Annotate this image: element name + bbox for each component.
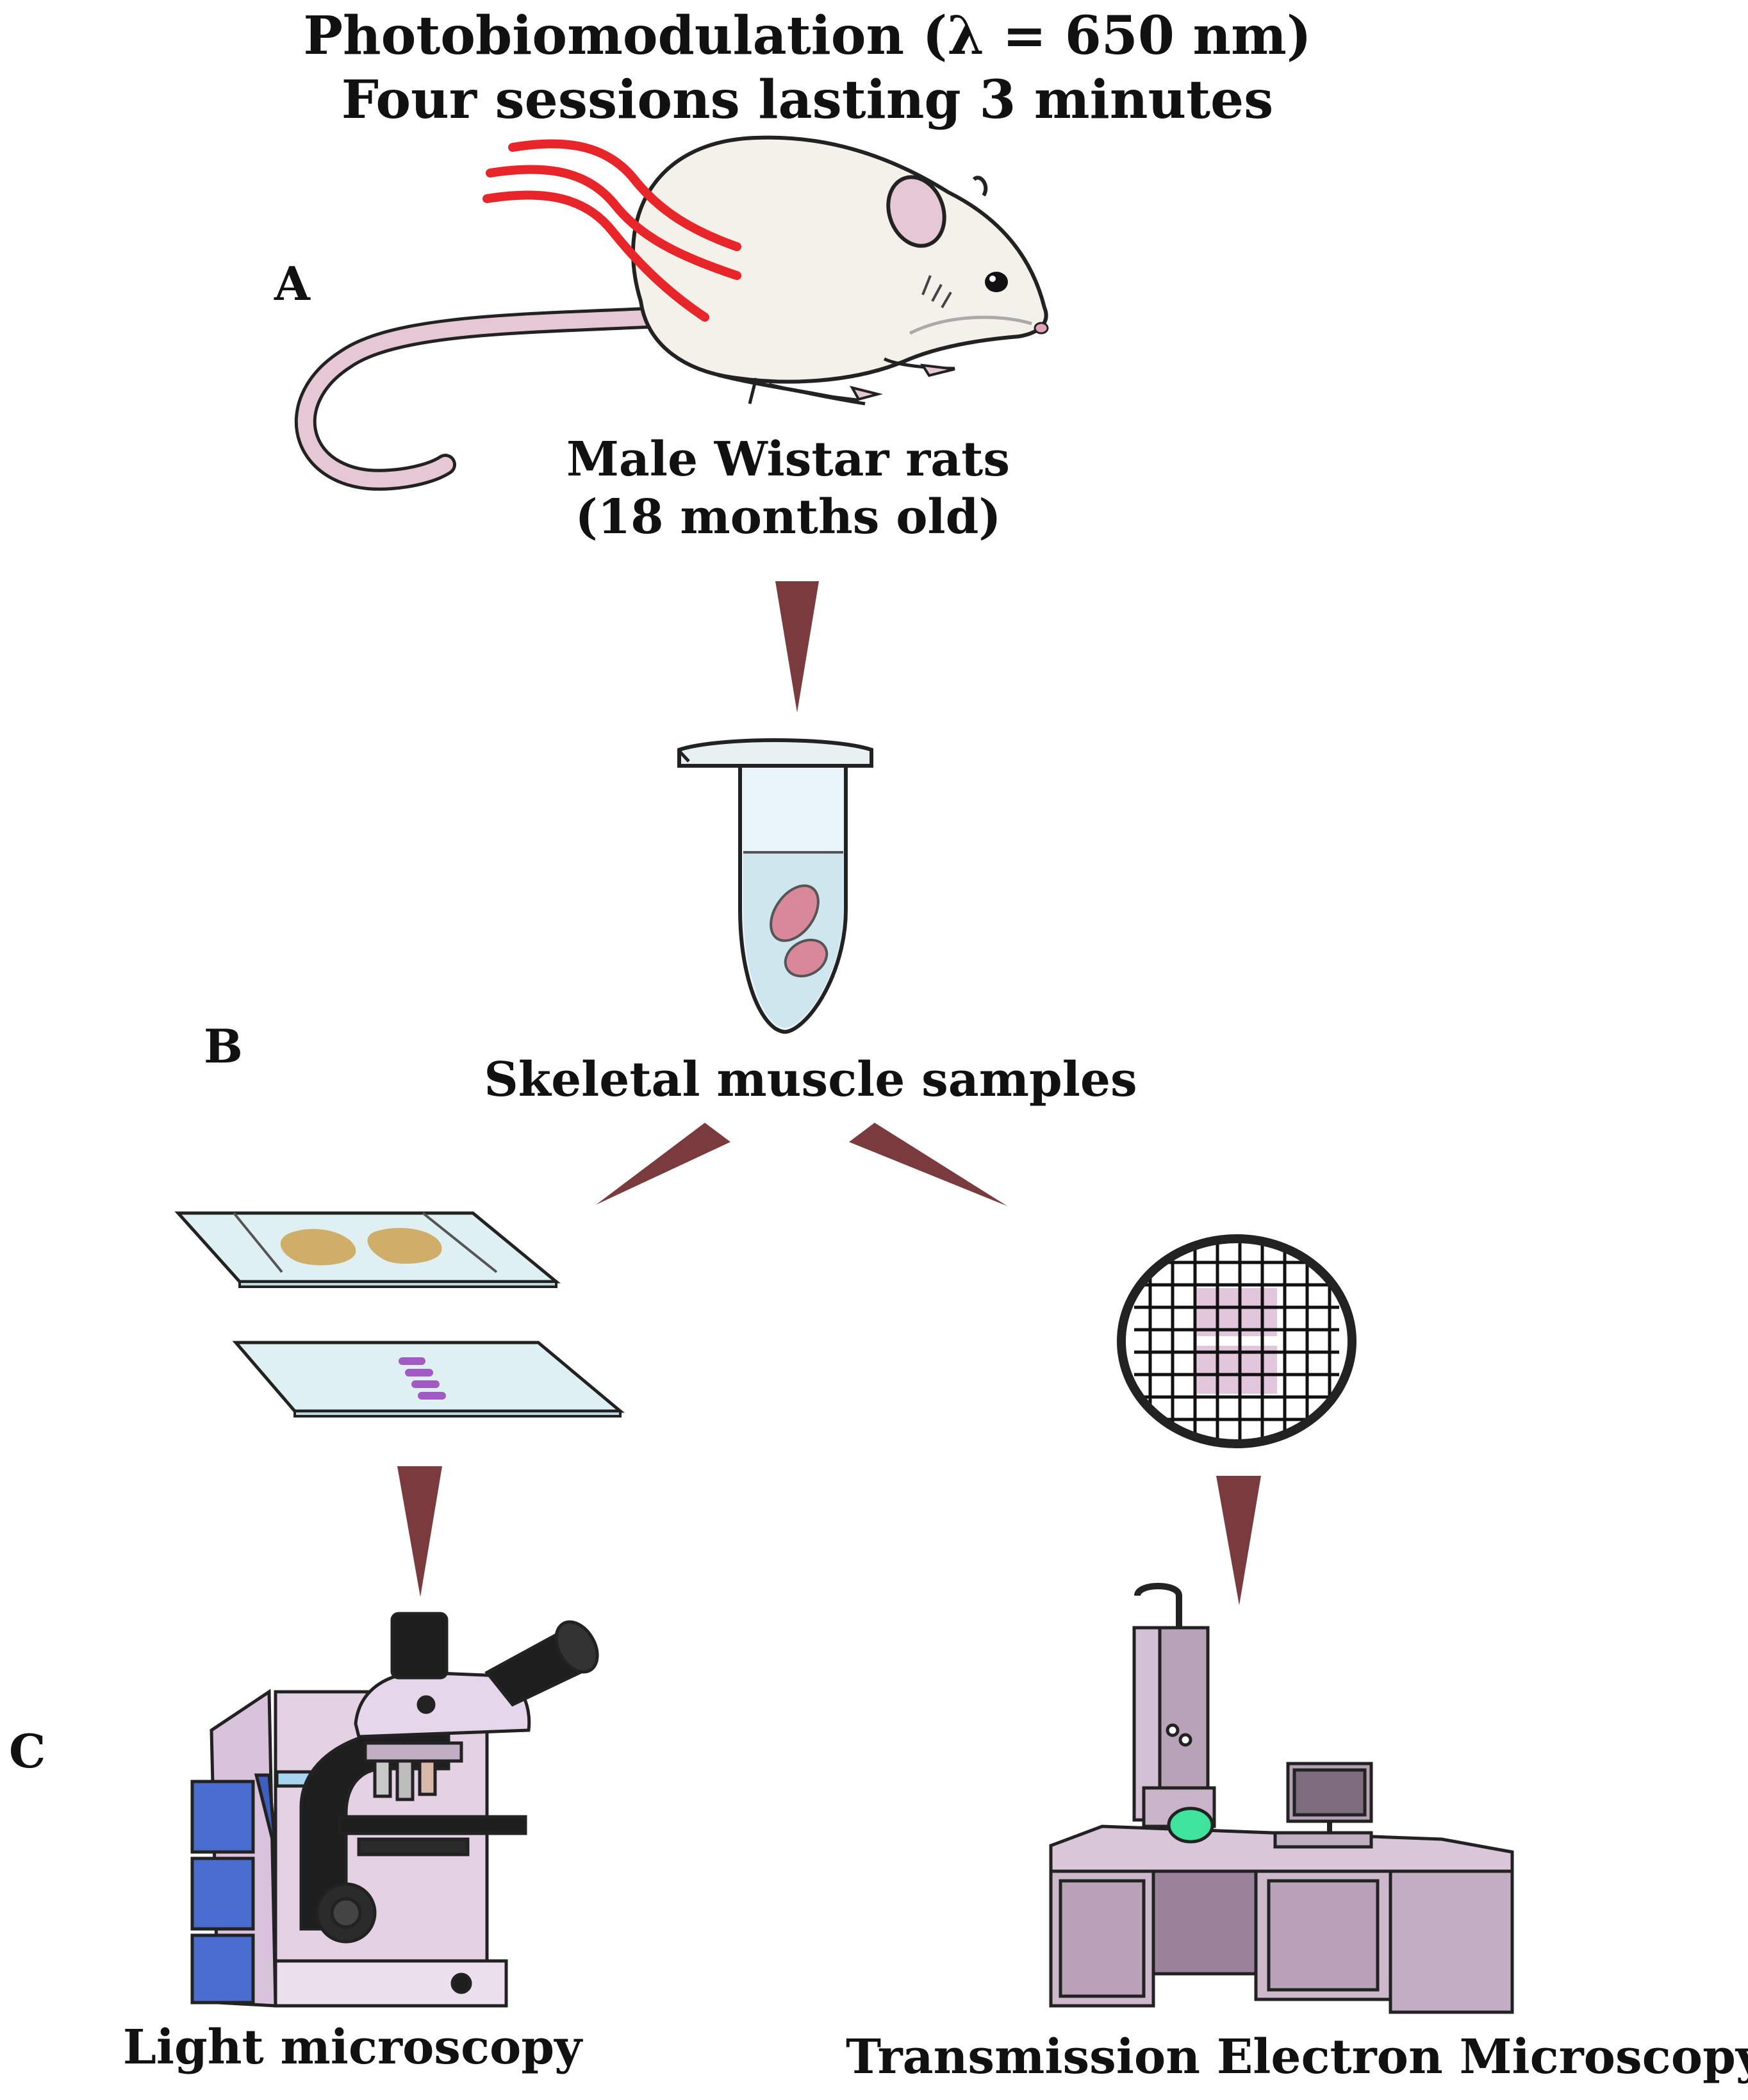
light-microscope-icon xyxy=(190,1612,599,2008)
tem-grid-icon xyxy=(1117,1234,1356,1448)
title-line-2: Four sessions lasting 3 minutes xyxy=(341,69,1274,131)
samples-label: Skeletal muscle samples xyxy=(484,1052,1137,1107)
rats-label: Male Wistar rats (18 months old) xyxy=(564,431,1012,547)
rat-illustration xyxy=(294,135,1049,491)
arrow-grid-to-tem xyxy=(1216,1476,1261,1605)
microtube-icon xyxy=(677,738,873,1034)
laser-beam-icon xyxy=(482,139,741,322)
title-line-1: Photobiomodulation (λ = 650 nm) xyxy=(303,5,1312,67)
arrow-rats-to-samples xyxy=(775,581,819,713)
arrow-slides-to-light-microscope xyxy=(397,1466,442,1597)
tem-label: Transmission Electron Microscopy xyxy=(846,2030,1748,2085)
panel-letter-a: A xyxy=(274,256,310,311)
light-microscopy-label: Light microscopy xyxy=(122,2020,582,2075)
rats-label-line-1: Male Wistar rats xyxy=(566,432,1010,487)
arrow-samples-to-slides xyxy=(596,1123,730,1205)
diagram-title: Photobiomodulation (λ = 650 nm) Four ses… xyxy=(0,4,1615,132)
glass-slides-icon xyxy=(174,1211,625,1418)
arrow-samples-to-grid xyxy=(849,1123,1007,1206)
tem-instrument-icon xyxy=(1049,1583,1514,2014)
panel-letter-c: C xyxy=(9,1724,46,1778)
panel-letter-b: B xyxy=(204,1019,243,1073)
rats-label-line-2: (18 months old) xyxy=(575,490,1002,545)
